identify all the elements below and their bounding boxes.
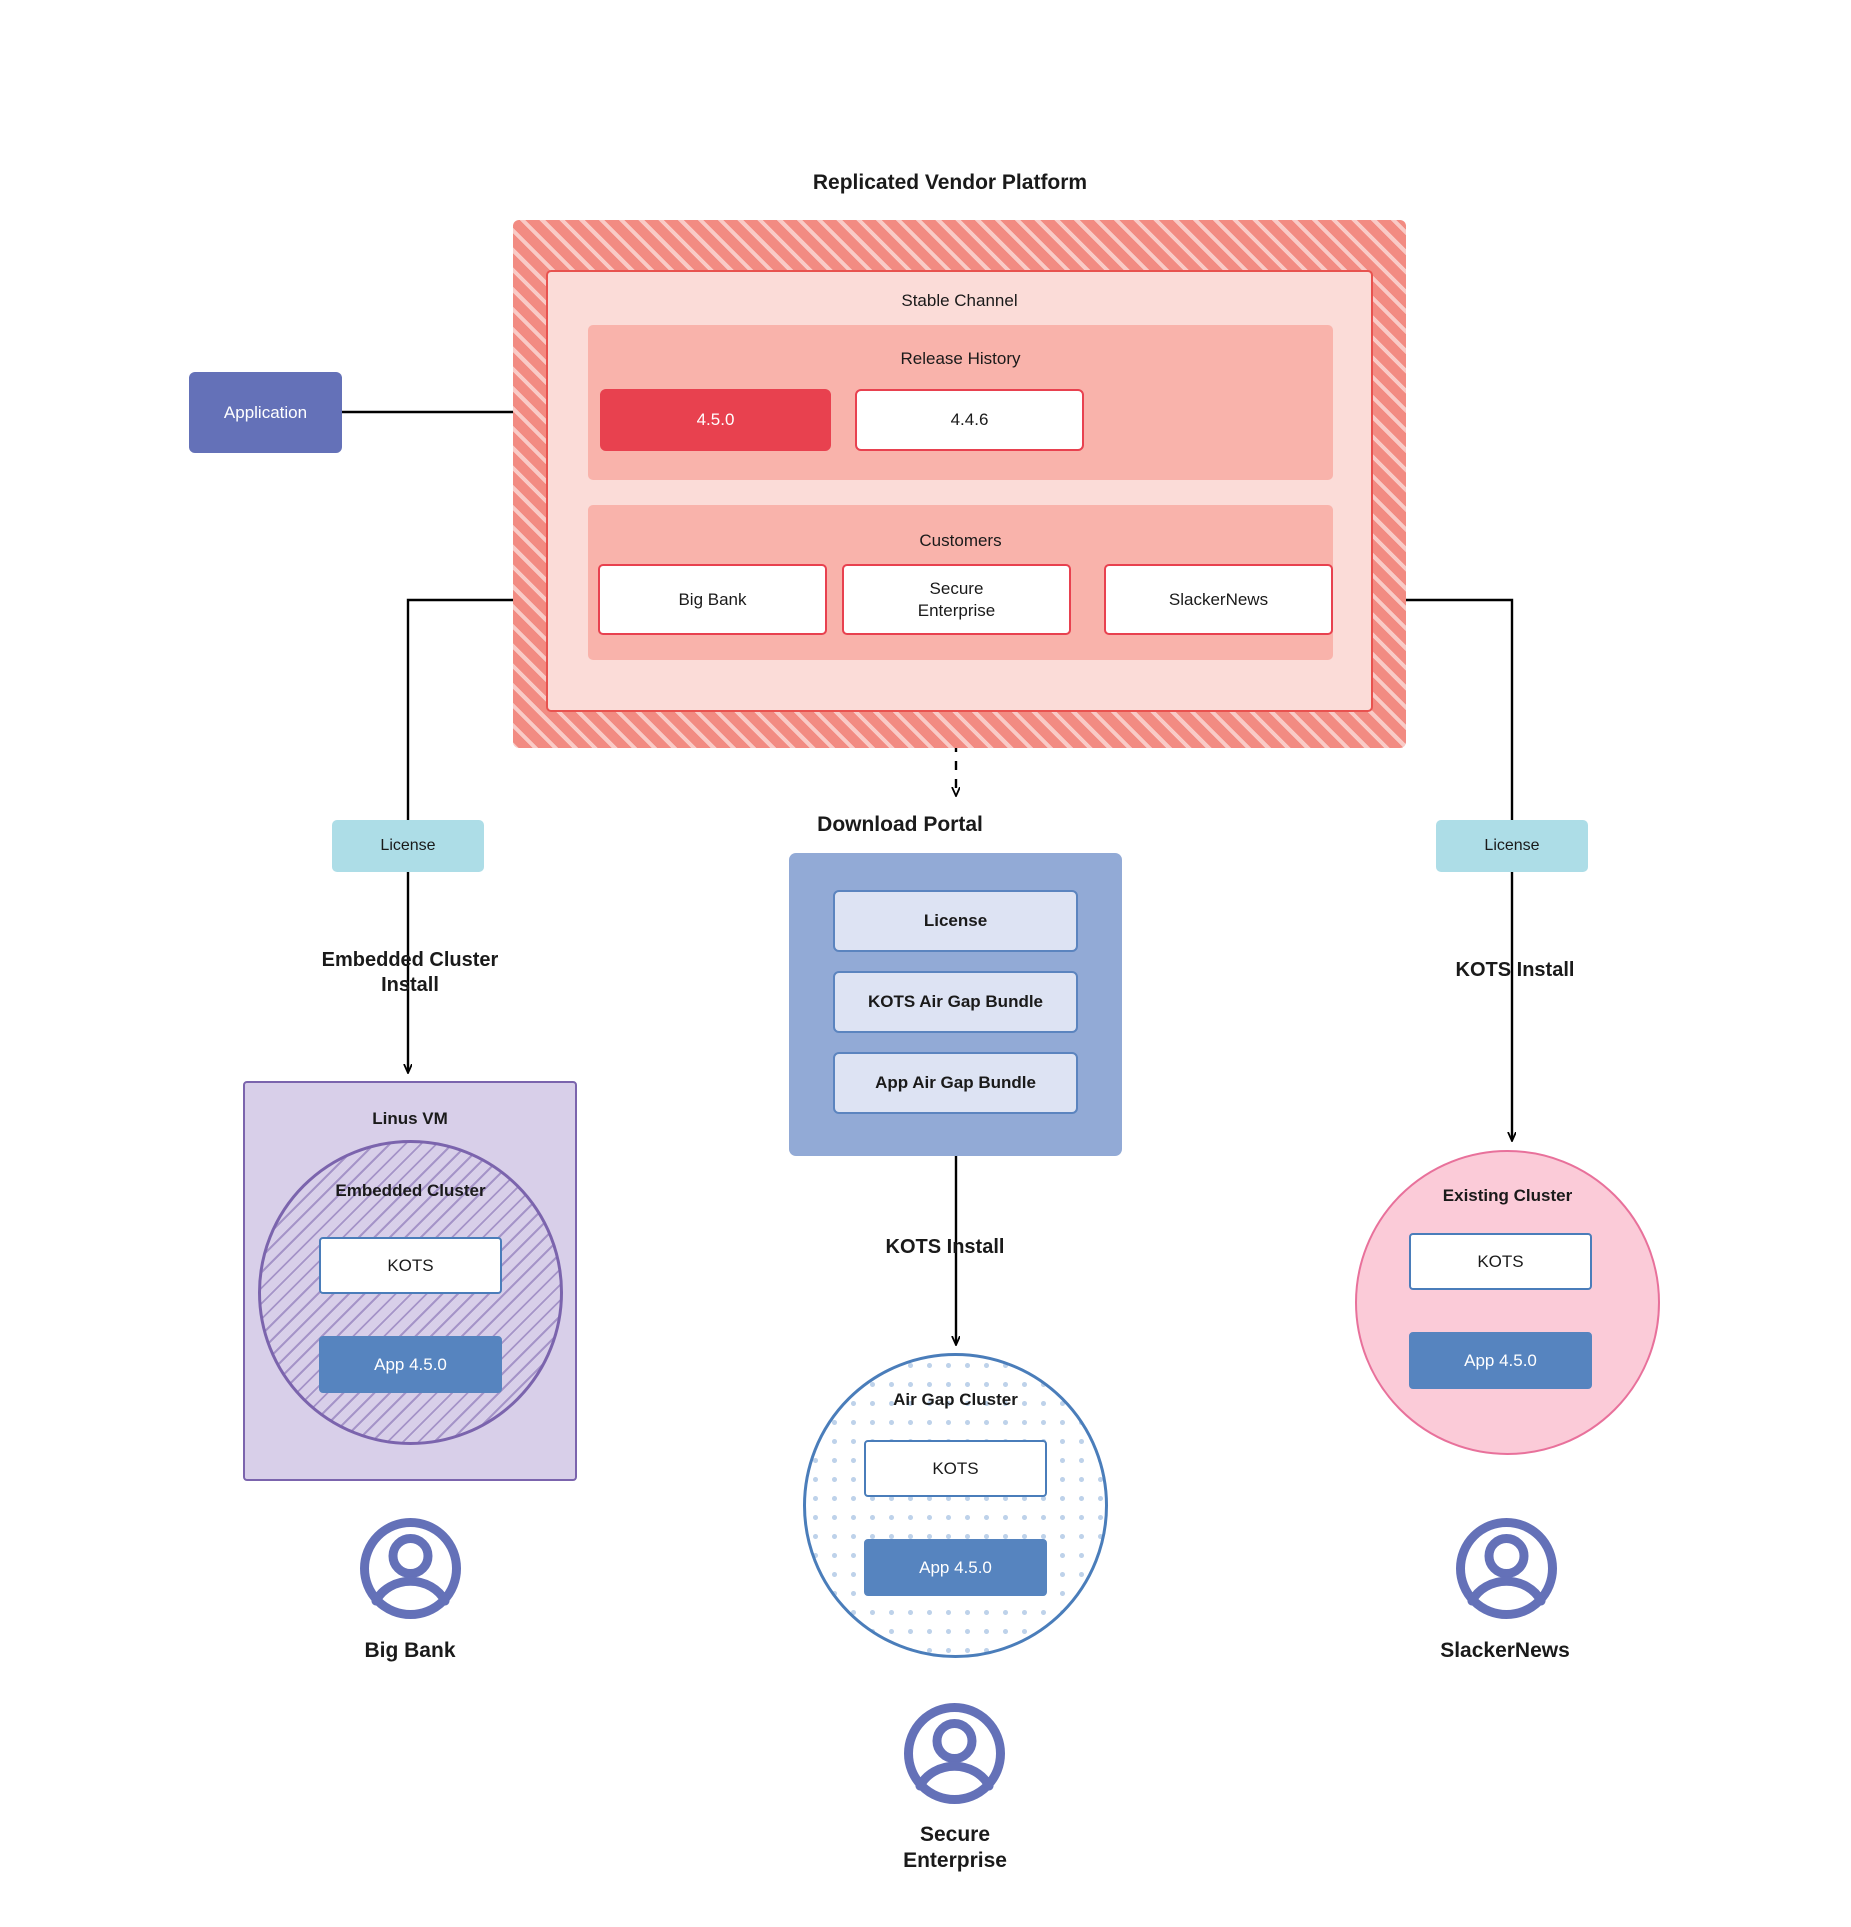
release-chip-previous[interactable]: 4.4.6: [855, 389, 1084, 451]
app-chip-existing[interactable]: App 4.5.0: [1409, 1332, 1592, 1389]
embedded-cluster-title: Embedded Cluster: [335, 1181, 486, 1200]
end-user-name-slackernews: SlackerNews: [1440, 1639, 1570, 1662]
app-chip-airgap[interactable]: App 4.5.0: [864, 1539, 1047, 1596]
path-label-kots-install-right: KOTS Install: [1455, 959, 1575, 981]
avatar: [1455, 1517, 1558, 1620]
avatar: [903, 1702, 1006, 1805]
kots-chip-airgap[interactable]: KOTS: [864, 1440, 1047, 1497]
customers-title: Customers: [919, 531, 1002, 550]
path-label-kots-install-center: KOTS Install: [885, 1236, 1005, 1258]
air-gap-cluster-container: [803, 1353, 1108, 1658]
avatar: [359, 1517, 462, 1620]
application-box[interactable]: Application: [189, 372, 342, 453]
air-gap-cluster-title: Air Gap Cluster: [893, 1390, 1018, 1409]
user-avatar-icon: [360, 1518, 461, 1619]
end-user-name-big-bank: Big Bank: [364, 1639, 456, 1662]
release-chip-current[interactable]: 4.5.0: [600, 389, 831, 451]
existing-cluster-title: Existing Cluster: [1442, 1186, 1573, 1205]
customer-chip-big-bank[interactable]: Big Bank: [598, 564, 827, 635]
user-avatar-icon: [904, 1703, 1005, 1804]
license-chip-right[interactable]: License: [1436, 820, 1588, 872]
portal-item-app-air-gap-bundle[interactable]: App Air Gap Bundle: [833, 1052, 1078, 1114]
kots-chip-existing[interactable]: KOTS: [1409, 1233, 1592, 1290]
platform-title: Replicated Vendor Platform: [812, 171, 1088, 194]
embedded-cluster-container: [258, 1140, 563, 1445]
app-chip-embedded[interactable]: App 4.5.0: [319, 1336, 502, 1393]
license-chip-left[interactable]: License: [332, 820, 484, 872]
download-portal-title: Download Portal: [817, 813, 983, 836]
customer-chip-secure-enterprise[interactable]: Secure Enterprise: [842, 564, 1071, 635]
kots-chip-embedded[interactable]: KOTS: [319, 1237, 502, 1294]
release-history-title: Release History: [900, 349, 1021, 368]
linux-vm-title: Linus VM: [372, 1109, 448, 1128]
portal-item-kots-air-gap-bundle[interactable]: KOTS Air Gap Bundle: [833, 971, 1078, 1033]
user-avatar-icon: [1456, 1518, 1557, 1619]
path-label-embedded-cluster-install: Embedded Cluster Install: [321, 949, 499, 996]
existing-cluster-container: [1355, 1150, 1660, 1455]
end-user-name-secure-enterprise: Secure Enterprise: [903, 1823, 1007, 1873]
customer-chip-slackernews[interactable]: SlackerNews: [1104, 564, 1333, 635]
portal-item-license[interactable]: License: [833, 890, 1078, 952]
stable-channel-title: Stable Channel: [901, 291, 1018, 310]
